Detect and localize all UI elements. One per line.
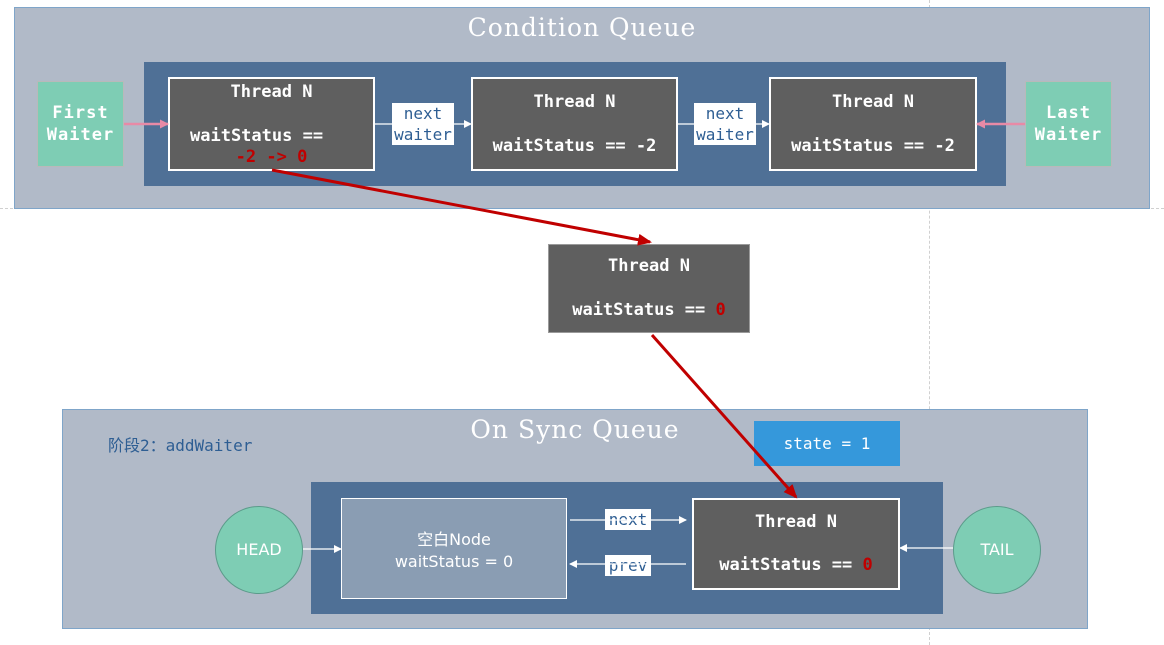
- transfer-node-status-value: 0: [715, 300, 726, 320]
- next-waiter-label-2-line2: waiter: [696, 125, 754, 144]
- transfer-node-thread: Thread N: [608, 256, 690, 276]
- next-waiter-label-2-line1: next: [705, 104, 745, 123]
- sync-thread-node: Thread N waitStatus == 0: [692, 498, 900, 590]
- condition-node-2-thread: Thread N: [533, 92, 616, 112]
- first-waiter-box: First Waiter: [37, 81, 124, 167]
- condition-node-1-thread: Thread N: [230, 82, 313, 102]
- state-badge: state = 1: [754, 421, 900, 466]
- condition-node-1: Thread N waitStatus == -2 -> 0: [168, 77, 375, 171]
- sync-queue-title: On Sync Queue: [470, 415, 680, 444]
- last-waiter-box: Last Waiter: [1025, 81, 1112, 167]
- next-waiter-label-1-line1: next: [403, 104, 443, 123]
- tail-node: TAIL: [953, 506, 1041, 594]
- condition-node-2-status: waitStatus == -2: [492, 136, 657, 156]
- last-waiter-line2: Waiter: [1034, 125, 1103, 145]
- empty-node-status: waitStatus = 0: [394, 552, 514, 571]
- transfer-node-status: waitStatus == 0: [549, 300, 749, 320]
- next-label: next: [605, 509, 651, 530]
- sync-thread-node-thread: Thread N: [755, 512, 837, 532]
- sync-thread-node-status: waitStatus == 0: [694, 555, 898, 575]
- sync-thread-node-status-prefix: waitStatus ==: [719, 555, 853, 575]
- stage-label: 阶段2：addWaiter: [108, 436, 253, 455]
- condition-node-3: Thread N waitStatus == -2: [769, 77, 977, 171]
- condition-queue-title: Condition Queue: [467, 13, 697, 42]
- transfer-node-status-prefix: waitStatus ==: [572, 300, 706, 320]
- next-waiter-label-1: next waiter: [392, 103, 454, 145]
- prev-label: prev: [605, 555, 651, 576]
- condition-node-3-status: waitStatus == -2: [791, 136, 955, 156]
- next-waiter-label-2: next waiter: [694, 103, 756, 145]
- condition-node-3-thread: Thread N: [832, 92, 914, 112]
- condition-node-2: Thread N waitStatus == -2: [471, 77, 678, 171]
- empty-node-name: 空白Node: [417, 530, 491, 549]
- sync-thread-node-status-value: 0: [862, 555, 873, 575]
- transfer-node: Thread N waitStatus == 0: [548, 244, 750, 333]
- first-waiter-line1: First: [52, 103, 109, 123]
- head-node: HEAD: [215, 506, 303, 594]
- condition-node-1-status-change: -2 -> 0: [235, 147, 308, 167]
- last-waiter-line1: Last: [1046, 103, 1091, 123]
- first-waiter-line2: Waiter: [46, 125, 115, 145]
- condition-node-1-status: waitStatus ==: [190, 126, 324, 146]
- guide-line-vertical: [929, 0, 930, 645]
- next-waiter-label-1-line2: waiter: [394, 125, 452, 144]
- empty-node: 空白Node waitStatus = 0: [341, 498, 567, 599]
